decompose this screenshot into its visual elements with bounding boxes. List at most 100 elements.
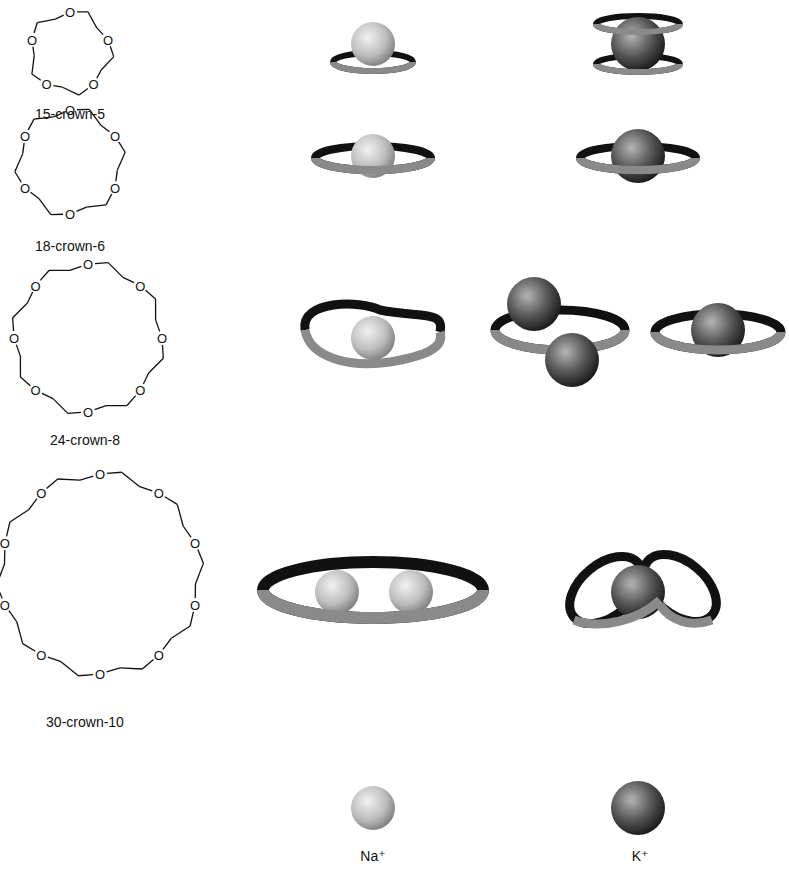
k-24c8-binuclear — [495, 277, 625, 387]
bond-line — [198, 550, 204, 564]
oxygen-atom: O — [157, 332, 167, 345]
bond-line — [171, 626, 190, 638]
bond-line — [122, 472, 139, 486]
bond-line — [4, 550, 6, 564]
bond-line — [107, 472, 122, 473]
bond-line — [123, 277, 134, 282]
bond-line — [70, 266, 82, 270]
bond-line — [42, 393, 53, 398]
oxygen-atom: O — [9, 332, 19, 345]
oxygen-atom: O — [95, 468, 105, 481]
bond-line — [32, 74, 41, 80]
bond-line — [142, 659, 153, 669]
bond-line — [15, 172, 21, 182]
bond-line — [23, 644, 36, 652]
oxygen-atom: O — [20, 130, 30, 143]
bond-line — [16, 345, 20, 357]
oxygen-atom: O — [135, 384, 145, 397]
bond-line — [39, 199, 51, 215]
bond-line — [116, 170, 117, 181]
bond-line — [127, 396, 136, 406]
oxygen-atom: O — [190, 598, 200, 611]
bond-line — [146, 290, 156, 299]
bond-line — [165, 497, 178, 505]
bond-line — [155, 299, 156, 320]
bond-line — [58, 479, 80, 480]
oxygen-atom: O — [83, 406, 93, 419]
compound-name: 24-crown-8 — [50, 433, 120, 447]
oxygen-atom: O — [110, 182, 120, 195]
bond-line — [51, 214, 63, 216]
bond-line — [23, 143, 24, 154]
ion-label: K⁺ — [632, 849, 649, 863]
oxygen-atom: O — [154, 487, 164, 500]
bond-line — [101, 125, 110, 132]
oxygen-atom: O — [65, 6, 75, 19]
oxygen-atom: O — [36, 487, 46, 500]
bond-line — [86, 205, 106, 207]
bond-line — [177, 504, 183, 526]
oxygen-atom: O — [95, 668, 105, 681]
oxygen-atom: O — [88, 78, 98, 91]
bond-line — [55, 15, 63, 19]
compound-name: 18-crown-6 — [35, 239, 105, 253]
bond-line — [9, 611, 17, 622]
bond-line — [37, 19, 55, 22]
na-24c8-wrapped — [305, 304, 441, 364]
bond-line — [40, 270, 49, 280]
bond-line — [190, 612, 193, 626]
bond-line — [119, 142, 125, 152]
na-18c6 — [315, 134, 431, 178]
bond-line — [97, 28, 103, 35]
compound-name: 30-crown-10 — [46, 715, 124, 729]
bond-line — [63, 87, 80, 95]
bond-line — [108, 263, 123, 278]
oxygen-atom: O — [65, 208, 75, 221]
bond-line — [20, 377, 30, 386]
bond-line — [143, 373, 148, 384]
oxygen-atom: O — [83, 258, 93, 271]
bond-line — [95, 406, 107, 410]
oxygen-atom: O — [65, 104, 75, 117]
bond-line — [79, 89, 88, 96]
bond-line — [49, 270, 70, 271]
bond-line — [101, 57, 114, 70]
oxygen-atom: O — [36, 648, 46, 661]
bond-line — [13, 303, 28, 318]
bond-line — [76, 207, 86, 211]
bond-line — [12, 318, 14, 331]
bond-line — [29, 499, 37, 510]
bond-line — [77, 11, 88, 12]
bond-line — [28, 119, 34, 130]
na-sphere — [351, 786, 395, 830]
bond-line — [34, 23, 37, 33]
k-15c5-sandwich — [596, 16, 680, 72]
bond-line — [106, 405, 127, 406]
bond-line — [0, 585, 2, 599]
bond-line — [27, 292, 32, 303]
bond-line — [20, 356, 21, 377]
bond-line — [88, 12, 97, 28]
bond-line — [15, 154, 23, 172]
bond-line — [195, 584, 197, 598]
bond-line — [110, 46, 113, 56]
oxygen-atom: O — [0, 537, 10, 550]
k-30c10-wrapped — [557, 541, 729, 637]
bond-line — [47, 479, 58, 489]
oxygen-atom: O — [31, 384, 41, 397]
na-15c5 — [333, 22, 413, 71]
bond-line — [149, 358, 164, 373]
oxygen-atom: O — [41, 78, 51, 91]
oxygen-atom: O — [154, 648, 164, 661]
oxygen-atom: O — [27, 33, 37, 46]
bond-line — [17, 622, 23, 644]
bond-line — [61, 662, 78, 676]
bond-line — [139, 486, 152, 491]
na-30c10-binuclear — [263, 562, 483, 618]
oxygen-atom: O — [0, 598, 10, 611]
bond-line — [80, 476, 93, 480]
oxygen-atom: O — [135, 279, 145, 292]
bond-line — [117, 152, 125, 170]
k-24c8 — [655, 303, 781, 357]
bond-line — [10, 510, 29, 522]
